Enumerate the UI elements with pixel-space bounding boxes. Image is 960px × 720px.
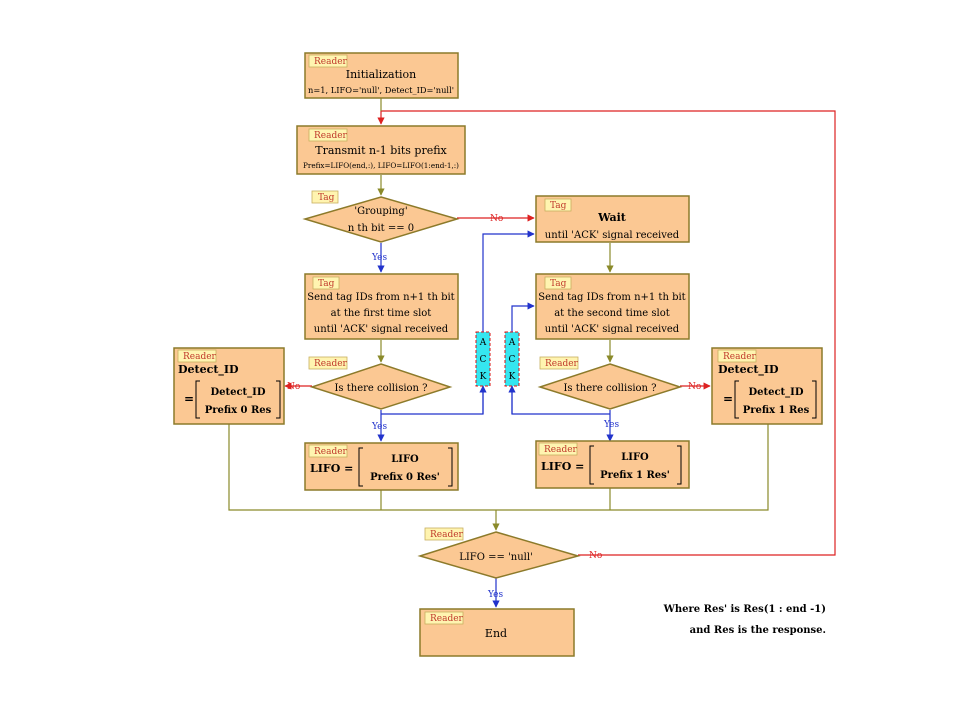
ack-left-edge <box>381 230 535 415</box>
ack-bar-left: A C K <box>475 331 491 387</box>
send-second-line3: until 'ACK' signal received <box>545 324 680 335</box>
yes-label-lifo-null: Yes <box>487 590 503 600</box>
lifo-left-lhs: LIFO = <box>310 462 353 475</box>
node-detect-id-right: Reader Detect_ID = Detect_ID Prefix 1 Re… <box>711 347 823 425</box>
detect-right-eq: = <box>723 392 733 406</box>
detect-left-merge-edge <box>228 424 496 511</box>
grouping-title: 'Grouping' <box>354 206 407 217</box>
tag-reader: Reader <box>430 614 464 624</box>
footnote-line1: Where Res' is Res(1 : end -1) <box>663 604 826 615</box>
footnote-line2: and Res is the response. <box>690 625 826 636</box>
node-send-second-slot: Tag Send tag IDs from n+1 th bit at the … <box>535 273 690 340</box>
node-lifo-null-decision: Reader LIFO == 'null' <box>417 527 581 579</box>
yes-label-collision-left: Yes <box>371 422 387 432</box>
init-title: Initialization <box>346 68 416 81</box>
send-first-line1: Send tag IDs from n+1 th bit <box>307 292 454 303</box>
tag-tag: Tag <box>550 201 567 211</box>
detect-left-eq: = <box>184 392 194 406</box>
end-text: End <box>485 627 507 640</box>
node-collision-right: Reader Is there collision ? <box>537 356 683 410</box>
tag-tag: Tag <box>318 279 335 289</box>
no-label-grouping: No <box>490 214 503 224</box>
transmit-title: Transmit n-1 bits prefix <box>315 144 447 157</box>
ack-left-letter-c: C <box>480 355 487 365</box>
node-initialization: Reader Initialization n=1, LIFO='null', … <box>304 52 459 99</box>
edge-labels: No Yes No No Yes Yes No Yes <box>287 214 701 600</box>
detect-right-title: Detect_ID <box>718 363 779 377</box>
tag-reader: Reader <box>723 352 757 362</box>
detect-left-row2: Prefix 0 Res <box>205 405 272 416</box>
footnote: Where Res' is Res(1 : end -1) and Res is… <box>663 604 826 636</box>
lifo-right-row1: LIFO <box>621 452 649 463</box>
wait-condition: until 'ACK' signal received <box>545 230 680 241</box>
send-first-line3: until 'ACK' signal received <box>314 324 449 335</box>
collision-right-text: Is there collision ? <box>563 383 656 394</box>
init-params: n=1, LIFO='null', Detect_ID='null' <box>308 86 454 95</box>
ack-right-letter-a: A <box>508 338 516 348</box>
ack-bar-right: A C K <box>504 331 520 387</box>
no-label-collision-left: No <box>287 382 300 392</box>
lifo-left-row2: Prefix 0 Res' <box>370 472 440 483</box>
send-first-line2: at the first time slot <box>331 308 432 319</box>
lifo-null-text: LIFO == 'null' <box>459 552 533 563</box>
send-second-line1: Send tag IDs from n+1 th bit <box>538 292 685 303</box>
node-send-first-slot: Tag Send tag IDs from n+1 th bit at the … <box>304 273 459 340</box>
tag-reader: Reader <box>183 352 217 362</box>
wait-title: Wait <box>597 211 627 224</box>
no-label-collision-right: No <box>688 382 701 392</box>
tag-tag: Tag <box>550 279 567 289</box>
ack-right-letter-k: K <box>509 372 516 382</box>
tag-reader: Reader <box>314 131 348 141</box>
lifo-left-row1: LIFO <box>391 454 419 465</box>
node-grouping-decision: Tag 'Grouping' n th bit == 0 <box>302 190 460 243</box>
tag-tag: Tag <box>318 193 335 203</box>
lifo-right-row2: Prefix 1 Res' <box>600 470 670 481</box>
tag-reader: Reader <box>314 359 348 369</box>
detect-left-title: Detect_ID <box>178 363 239 377</box>
transmit-formula: Prefix=LIFO(end,:), LIFO=LIFO(1:end-1,:) <box>303 161 459 170</box>
loop-back-edge <box>377 110 836 556</box>
tag-reader: Reader <box>430 530 464 540</box>
ack-left-letter-k: K <box>480 372 487 382</box>
tag-reader: Reader <box>544 445 578 455</box>
detect-right-row1: Detect_ID <box>748 387 803 398</box>
send-second-line2: at the second time slot <box>554 308 670 319</box>
detect-left-row1: Detect_ID <box>210 387 265 398</box>
node-wait: Tag Wait until 'ACK' signal received <box>535 195 690 243</box>
yes-label-grouping: Yes <box>371 253 387 263</box>
ack-right-letter-c: C <box>509 355 516 365</box>
ack-left-letter-a: A <box>479 338 487 348</box>
node-transmit-prefix: Reader Transmit n-1 bits prefix Prefix=L… <box>296 125 466 175</box>
no-label-lifo-null: No <box>589 551 602 561</box>
detect-right-merge-edge <box>496 424 769 511</box>
node-end: Reader End <box>419 608 575 657</box>
grouping-condition: n th bit == 0 <box>348 223 414 234</box>
node-lifo-update-left: Reader LIFO = LIFO Prefix 0 Res' <box>304 442 459 491</box>
tag-reader: Reader <box>314 57 348 67</box>
yes-label-collision-right: Yes <box>603 420 619 430</box>
detect-right-row2: Prefix 1 Res <box>743 405 810 416</box>
node-lifo-update-right: Reader LIFO = LIFO Prefix 1 Res' <box>535 440 690 489</box>
tag-reader: Reader <box>545 359 579 369</box>
node-collision-left: Reader Is there collision ? <box>308 356 453 410</box>
collision-left-text: Is there collision ? <box>334 383 427 394</box>
tag-reader: Reader <box>314 447 348 457</box>
lifo-right-lhs: LIFO = <box>541 460 584 473</box>
node-detect-id-left: Reader Detect_ID = Detect_ID Prefix 0 Re… <box>173 347 285 425</box>
